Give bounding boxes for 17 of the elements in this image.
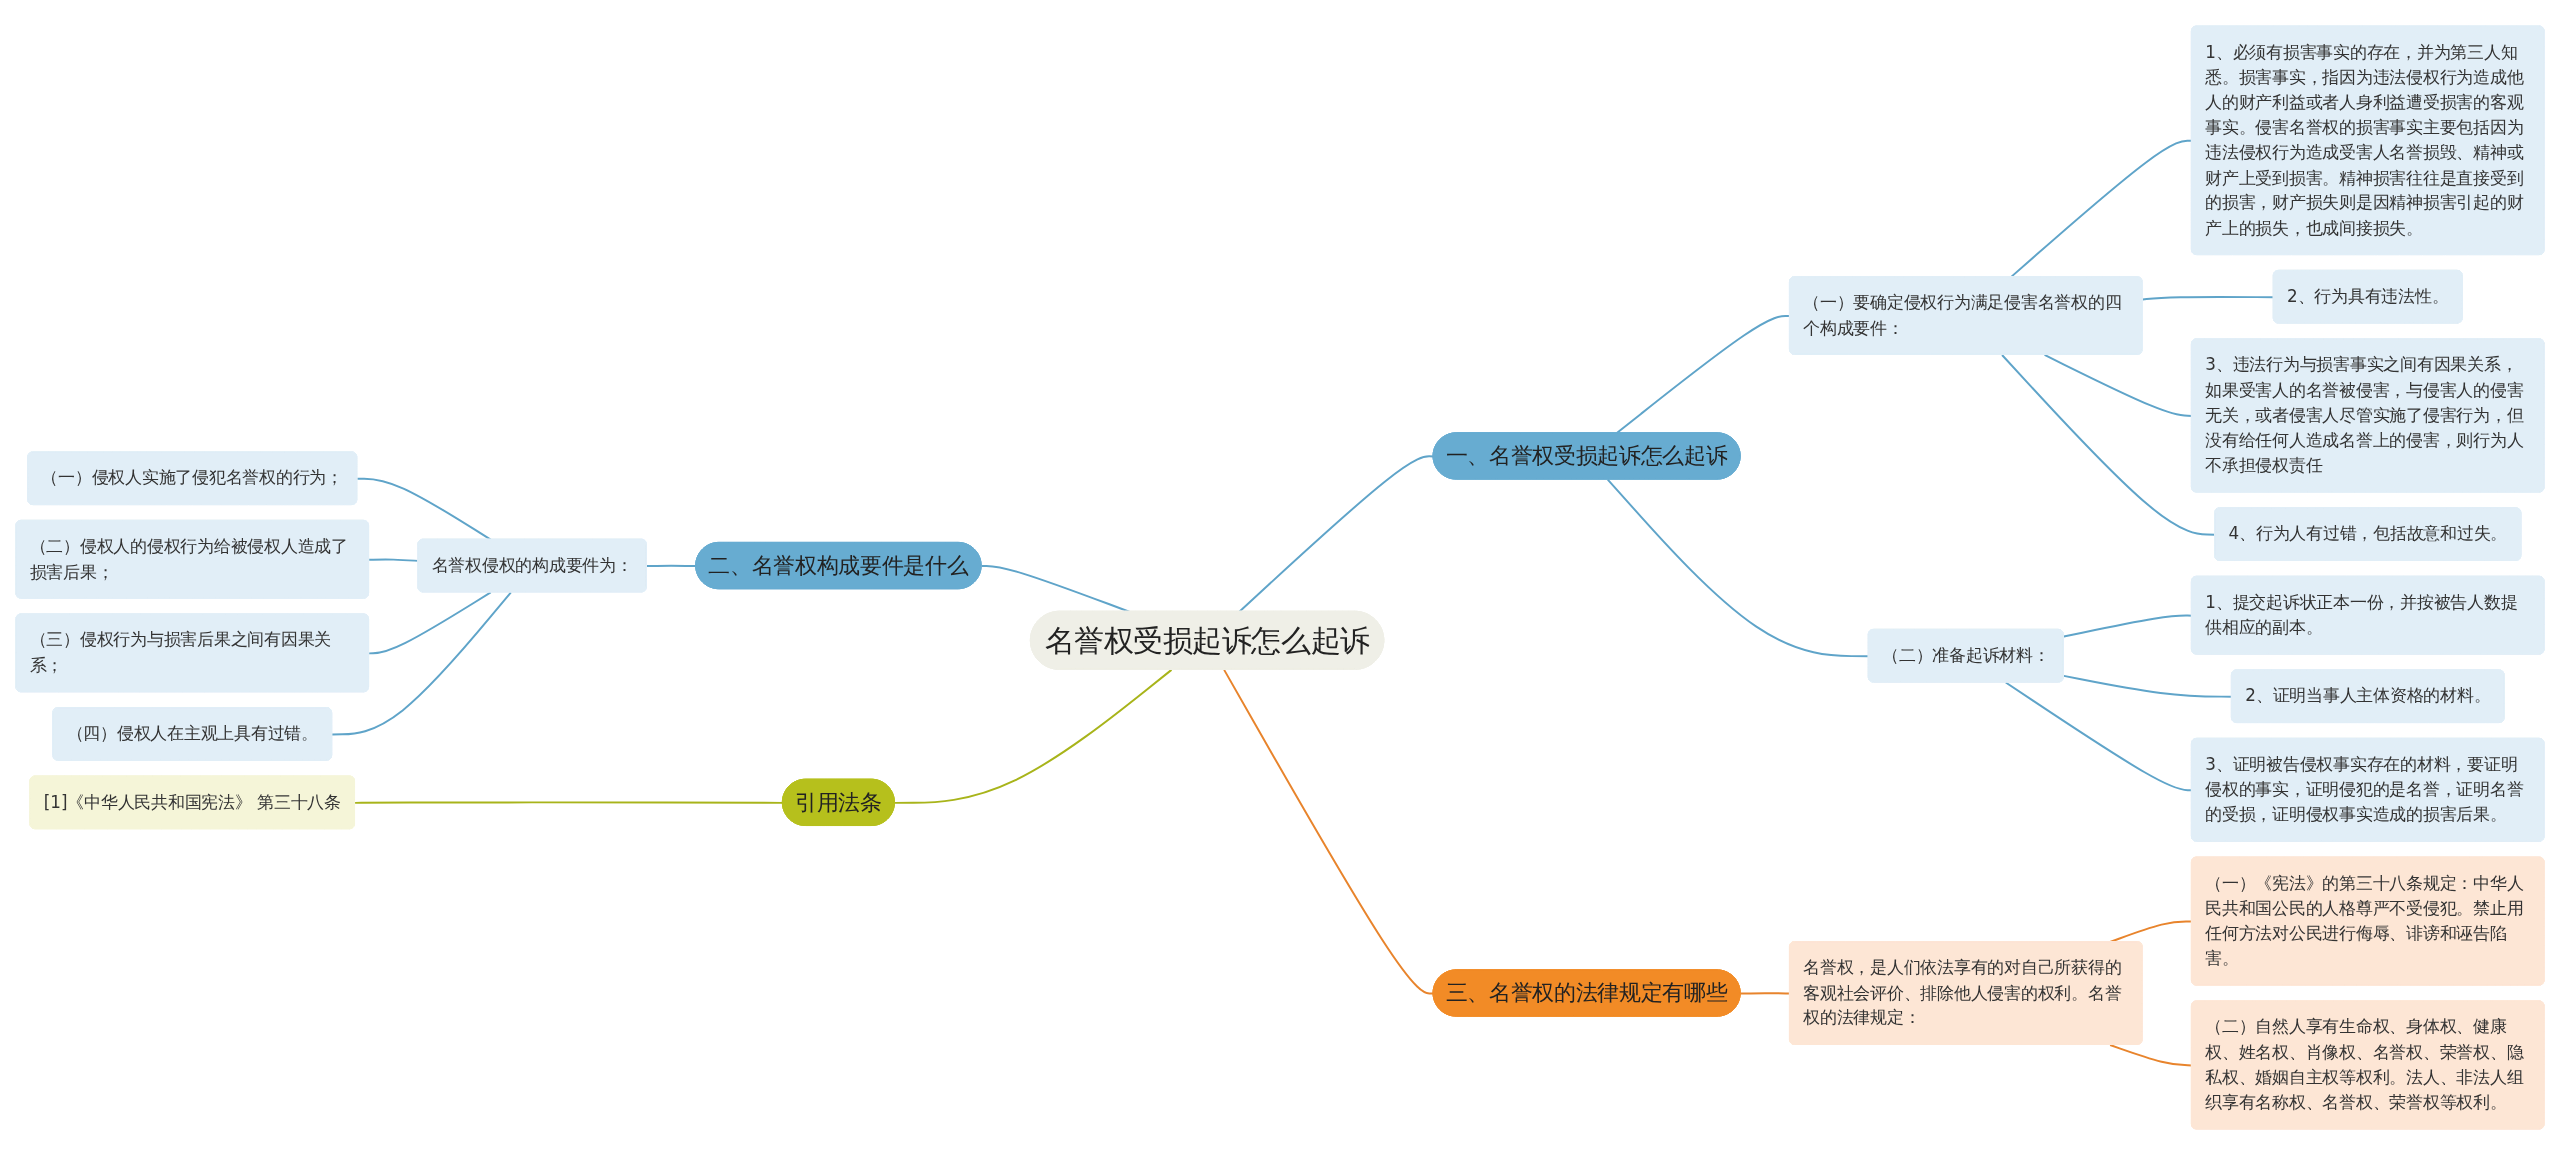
- connector: [1238, 455, 1435, 613]
- connector: [2062, 674, 2233, 698]
- connector: [356, 477, 492, 541]
- connector: [893, 668, 1173, 804]
- connector: [2062, 614, 2193, 638]
- connector: [368, 591, 492, 655]
- connector: [2141, 296, 2275, 301]
- connector: [980, 564, 1131, 613]
- connector: [1606, 478, 1870, 658]
- connector: [1223, 668, 1435, 995]
- connector: [1739, 992, 1791, 995]
- connector: [354, 801, 784, 804]
- connector: [2043, 353, 2193, 417]
- connector: [2109, 920, 2193, 943]
- connector: [2109, 1044, 2193, 1067]
- connector: [331, 591, 512, 736]
- connector: [2004, 681, 2193, 792]
